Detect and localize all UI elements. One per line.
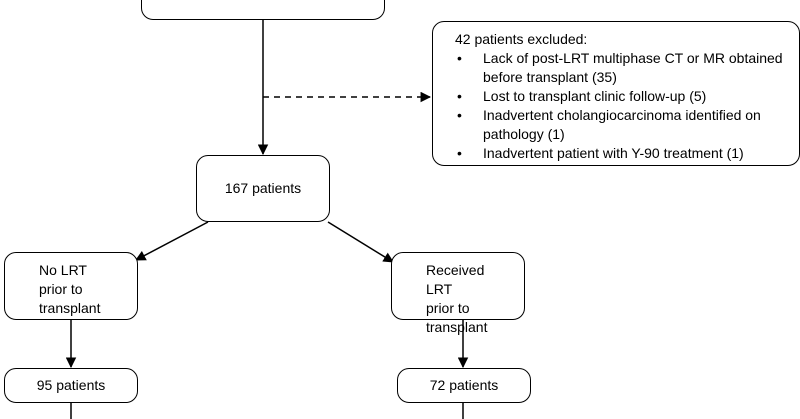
exclusion-item-line: Inadvertent cholangiocarcinoma identifie… [483,107,761,123]
received-lrt-line: transplant [426,319,488,335]
received-lrt-count-label: 72 patients [429,377,499,393]
source-population-box [141,0,385,20]
received-lrt-box: Received LRT prior to transplant [391,252,525,335]
no-lrt-line: prior to [39,281,83,297]
arrow-included-to-received-lrt [327,221,394,263]
exclusion-box: 42 patients excluded: Lack of post-LRT m… [432,21,800,166]
exclusion-item: Inadvertent patient with Y-90 treatment … [455,144,789,163]
arrow-included-to-no-lrt [135,221,209,261]
exclusion-list: Lack of post-LRT multiphase CT or MR obt… [455,49,789,163]
exclusion-item: Lack of post-LRT multiphase CT or MR obt… [455,49,789,87]
no-lrt-line: transplant [39,300,101,316]
exclusion-item-line: before transplant (35) [483,69,617,85]
exclusion-item-line: Lack of post-LRT multiphase CT or MR obt… [483,50,783,66]
exclusion-item-line: Lost to transplant clinic follow-up (5) [483,88,707,104]
received-lrt-count-box: 72 patients [397,368,531,403]
exclusion-item-line: Inadvertent patient with Y-90 treatment … [483,145,744,161]
exclusion-item: Inadvertent cholangiocarcinoma identifie… [455,106,789,144]
exclusion-heading: 42 patients excluded: [455,31,588,47]
received-lrt-line: prior to [426,300,470,316]
received-lrt-line: Received LRT [426,262,485,297]
included-patients-label: 167 patients [224,180,302,196]
no-lrt-line: No LRT [39,262,87,278]
no-lrt-count-box: 95 patients [4,368,138,403]
no-lrt-box: No LRT prior to transplant [4,252,138,320]
exclusion-item-line: pathology (1) [483,126,565,142]
no-lrt-count-label: 95 patients [36,377,106,393]
exclusion-item: Lost to transplant clinic follow-up (5) [455,87,789,106]
included-patients-box: 167 patients [196,155,330,222]
